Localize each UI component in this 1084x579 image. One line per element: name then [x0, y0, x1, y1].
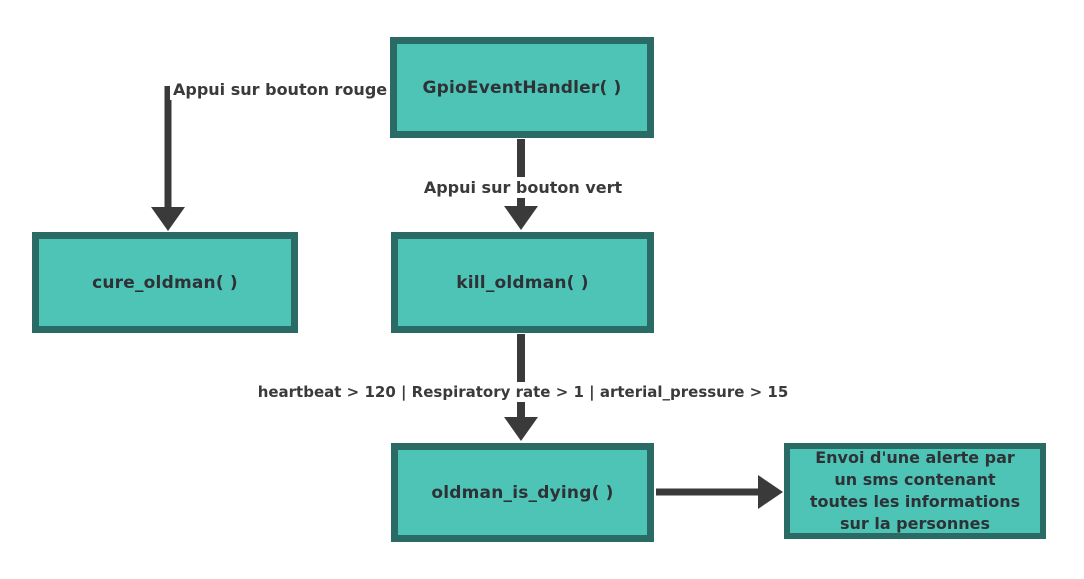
- node-sms-alert: Envoi d'une alerte par un sms contenant …: [784, 443, 1046, 539]
- arrow-gpio-to-kill: [504, 139, 538, 230]
- node-kill-oldman-label: kill_oldman( ): [456, 272, 589, 293]
- node-kill-oldman: kill_oldman( ): [391, 232, 654, 333]
- node-sms-alert-line-1: Envoi d'une alerte par: [815, 448, 1015, 467]
- node-cure-oldman: cure_oldman( ): [32, 232, 298, 333]
- node-gpio-event-handler: GpioEventHandler( ): [390, 37, 654, 138]
- edge-label-green-button: Appui sur bouton vert: [420, 177, 626, 198]
- edge-label-red-button: Appui sur bouton rouge: [170, 79, 391, 100]
- edge-label-vitals-condition: heartbeat > 120 | Respiratory rate > 1 |…: [254, 382, 792, 402]
- arrow-red-button-to-cure: [151, 86, 185, 231]
- node-sms-alert-line-2: un sms contenant: [834, 470, 996, 489]
- node-sms-alert-line-3: toutes les informations: [809, 492, 1021, 511]
- arrow-kill-to-dying: [504, 334, 538, 441]
- node-cure-oldman-label: cure_oldman( ): [92, 272, 238, 293]
- node-sms-alert-line-4: sur la personnes: [839, 514, 991, 533]
- arrow-dying-to-alert: [656, 475, 783, 509]
- node-gpio-event-handler-label: GpioEventHandler( ): [422, 77, 622, 98]
- node-oldman-is-dying: oldman_is_dying( ): [391, 443, 654, 542]
- node-oldman-is-dying-label: oldman_is_dying( ): [431, 482, 614, 503]
